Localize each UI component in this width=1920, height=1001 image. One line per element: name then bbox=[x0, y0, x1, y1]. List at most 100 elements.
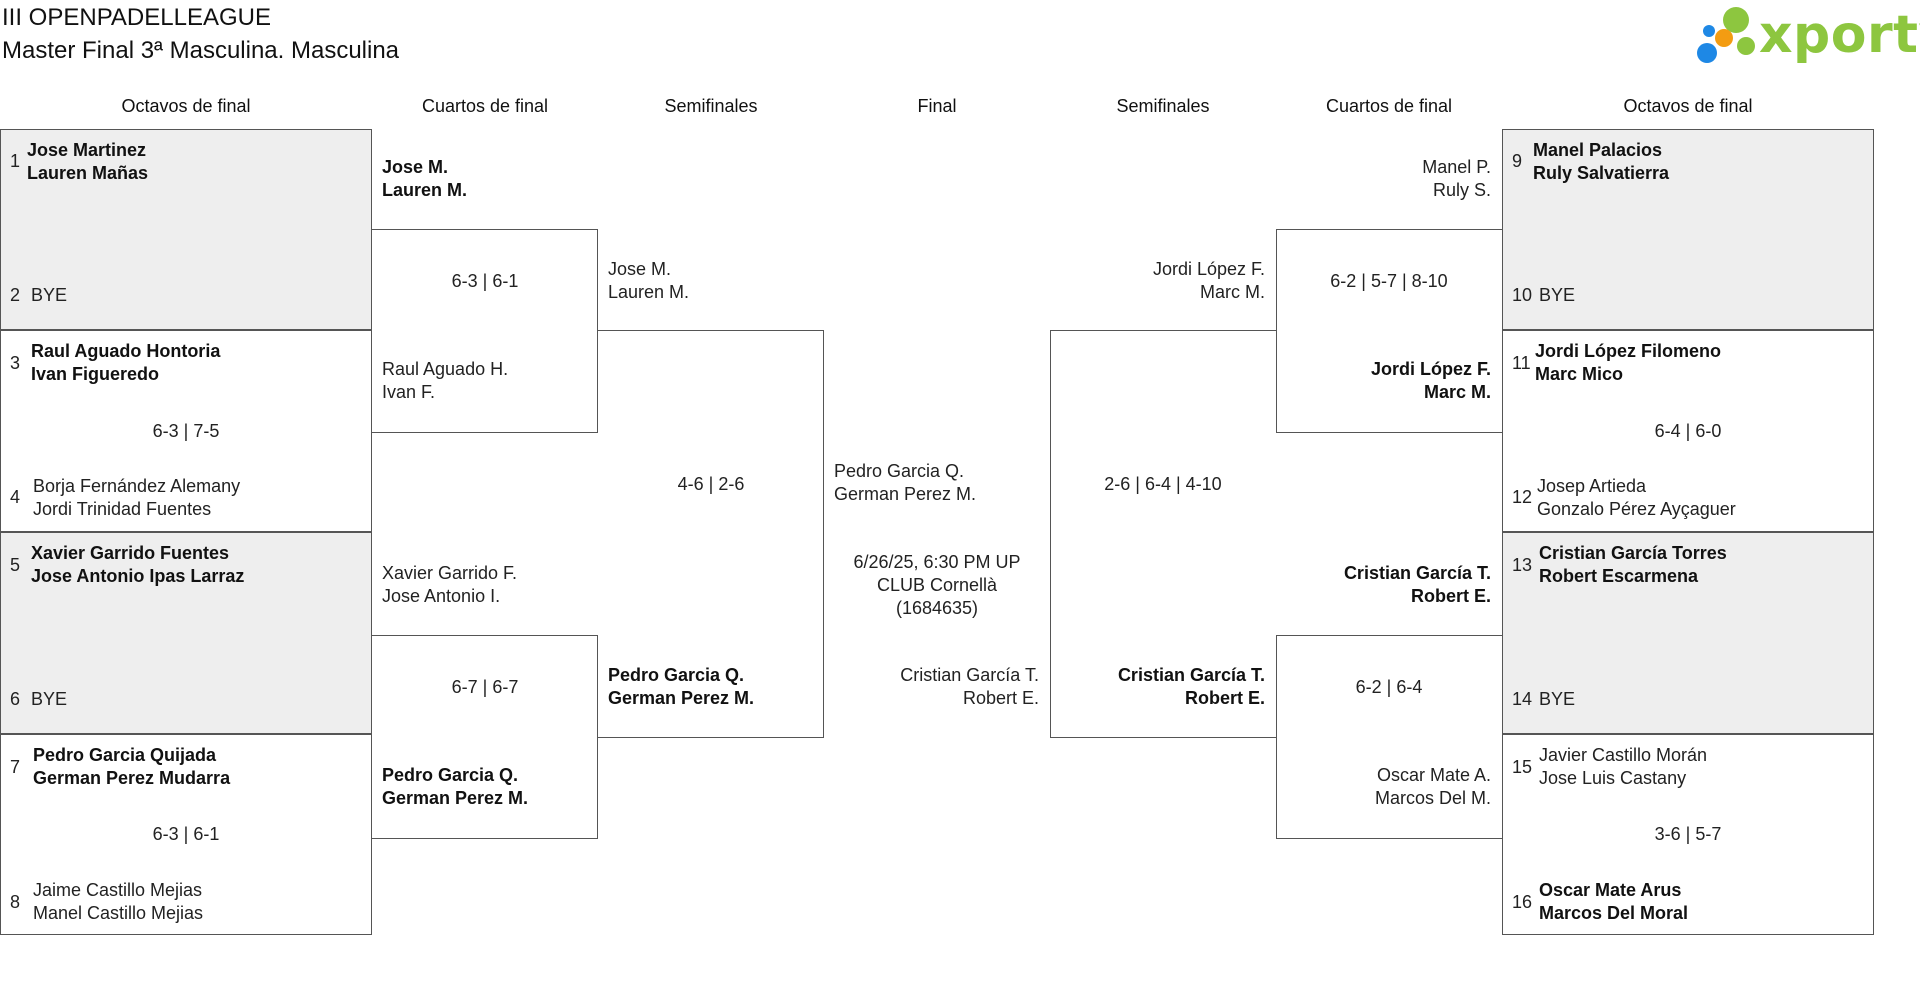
seed-number: 13 bbox=[1512, 555, 1533, 575]
final-team-bottom[interactable]: Cristian García T. Robert E. bbox=[900, 664, 1039, 710]
logo-dot-icon bbox=[1737, 37, 1755, 55]
xporty-logo[interactable]: xporty bbox=[1697, 3, 1920, 73]
player-name: Lauren Mañas bbox=[27, 163, 149, 183]
player-name: Ruly S. bbox=[1432, 180, 1491, 200]
player-name: Ivan Figueredo bbox=[31, 364, 160, 384]
logo-text: xporty bbox=[1759, 5, 1920, 65]
seed-number: 7 bbox=[10, 757, 21, 777]
player-name: Javier Castillo Morán bbox=[1539, 745, 1708, 765]
team-name[interactable]: Jose M. Lauren M. bbox=[608, 258, 689, 304]
seed-number: 12 bbox=[1512, 487, 1533, 507]
team-name[interactable]: Cristian García Torres Robert Escarmena bbox=[1539, 542, 1727, 588]
player-name: Pedro Garcia Q. bbox=[382, 765, 519, 785]
team-name[interactable]: Raul Aguado H. Ivan F. bbox=[382, 358, 508, 404]
match-score: 2-6 | 6-4 | 4-10 bbox=[1104, 474, 1222, 494]
player-name: Manel P. bbox=[1422, 157, 1491, 177]
team-name[interactable]: Manel P. Ruly S. bbox=[1422, 156, 1491, 202]
player-name: Lauren M. bbox=[382, 180, 468, 200]
bracket-connector bbox=[1276, 635, 1502, 839]
logo-dot-icon bbox=[1697, 43, 1717, 63]
team-name[interactable]: Javier Castillo Morán Jose Luis Castany bbox=[1539, 744, 1707, 790]
team-name[interactable]: Jordi López F. Marc M. bbox=[1153, 258, 1265, 304]
match-score: 6-3 | 6-1 bbox=[451, 271, 519, 291]
seed-number: 9 bbox=[1512, 151, 1523, 171]
bracket-connector bbox=[1050, 330, 1276, 738]
player-name: Ruly Salvatierra bbox=[1533, 163, 1670, 183]
team-name[interactable]: BYE bbox=[1539, 689, 1576, 709]
match-box bbox=[0, 532, 372, 734]
team-name[interactable]: Raul Aguado Hontoria Ivan Figueredo bbox=[31, 340, 220, 386]
player-name: Jose Martinez bbox=[27, 140, 147, 160]
round-header: Octavos de final bbox=[121, 96, 251, 116]
round-header: Octavos de final bbox=[1623, 96, 1753, 116]
team-name[interactable]: Pedro Garcia Quijada German Perez Mudarr… bbox=[33, 744, 230, 790]
bracket-connector bbox=[372, 635, 598, 839]
player-name: Gonzalo Pérez Ayçaguer bbox=[1537, 499, 1736, 519]
player-name: Jordi López F. bbox=[1152, 259, 1265, 279]
team-name[interactable]: Jaime Castillo Mejias Manel Castillo Mej… bbox=[33, 879, 203, 925]
player-name: Cristian García Torres bbox=[1539, 543, 1727, 563]
team-name[interactable]: Oscar Mate Arus Marcos Del Moral bbox=[1539, 879, 1688, 925]
match-box bbox=[0, 734, 372, 935]
team-name[interactable]: BYE bbox=[31, 285, 68, 305]
team-name[interactable]: Josep Artieda Gonzalo Pérez Ayçaguer bbox=[1537, 475, 1736, 521]
player-name: Cristian García T. bbox=[1117, 665, 1265, 685]
team-name[interactable]: BYE bbox=[31, 689, 68, 709]
match-datetime: 6/26/25, 6:30 PM UP bbox=[853, 552, 1021, 572]
player-name: Marc M. bbox=[1200, 282, 1265, 302]
round-header: Final bbox=[917, 96, 957, 116]
player-name: Raul Aguado H. bbox=[382, 359, 509, 379]
team-name[interactable]: Cristian García T. Robert E. bbox=[1344, 562, 1491, 608]
match-box bbox=[0, 129, 372, 330]
team-name[interactable]: Borja Fernández Alemany Jordi Trinidad F… bbox=[33, 475, 240, 521]
team-name[interactable]: BYE bbox=[1539, 285, 1576, 305]
team-name[interactable]: Jose Martinez Lauren Mañas bbox=[27, 139, 148, 185]
player-name: Robert E. bbox=[1410, 586, 1491, 606]
bracket-connector bbox=[1276, 229, 1502, 433]
final-team-top[interactable]: Pedro Garcia Q. German Perez M. bbox=[834, 460, 976, 506]
logo-dot-icon bbox=[1703, 25, 1715, 37]
player-name: Xavier Garrido Fuentes bbox=[31, 543, 230, 563]
bracket-connector bbox=[372, 229, 598, 433]
seed-number: 2 bbox=[10, 285, 21, 305]
player-name: Jose Luis Castany bbox=[1539, 768, 1687, 788]
player-name: Marc Mico bbox=[1535, 364, 1624, 384]
seed-number: 10 bbox=[1512, 285, 1533, 305]
player-name: Raul Aguado Hontoria bbox=[31, 341, 221, 361]
match-box bbox=[1502, 330, 1874, 532]
match-score: 6-3 | 7-5 bbox=[152, 421, 220, 441]
team-name[interactable]: Xavier Garrido Fuentes Jose Antonio Ipas… bbox=[31, 542, 244, 588]
team-name[interactable]: Jordi López Filomeno Marc Mico bbox=[1535, 340, 1721, 386]
round-header: Semifinales bbox=[664, 96, 758, 116]
player-name: Manel Palacios bbox=[1533, 140, 1663, 160]
bracket-connector bbox=[598, 330, 824, 738]
player-name: German Perez Mudarra bbox=[33, 768, 231, 788]
player-name: Ivan F. bbox=[382, 382, 436, 402]
player-name: Jordi López F. bbox=[1370, 359, 1491, 379]
match-id: (1684635) bbox=[895, 598, 979, 618]
team-name[interactable]: Manel Palacios Ruly Salvatierra bbox=[1533, 139, 1669, 185]
player-name: Robert Escarmena bbox=[1539, 566, 1699, 586]
player-name: Robert E. bbox=[1184, 688, 1265, 708]
team-name[interactable]: Jose M. Lauren M. bbox=[382, 156, 467, 202]
player-name: Cristian García T. bbox=[1343, 563, 1491, 583]
round-header: Cuartos de final bbox=[1325, 96, 1453, 116]
match-box bbox=[1502, 129, 1874, 330]
match-score: 3-6 | 5-7 bbox=[1654, 824, 1722, 844]
seed-number: 6 bbox=[10, 689, 21, 709]
seed-number: 1 bbox=[10, 151, 21, 171]
player-name: Marc M. bbox=[1423, 382, 1491, 402]
team-name[interactable]: Cristian García T. Robert E. bbox=[1118, 664, 1265, 710]
match-score: 4-6 | 2-6 bbox=[677, 474, 745, 494]
team-name[interactable]: Oscar Mate A. Marcos Del M. bbox=[1375, 764, 1491, 810]
player-name: Borja Fernández Alemany bbox=[33, 476, 241, 496]
player-name: Manel Castillo Mejias bbox=[33, 903, 204, 923]
team-name[interactable]: Jordi López F. Marc M. bbox=[1371, 358, 1491, 404]
team-name[interactable]: Pedro Garcia Q. German Perez M. bbox=[608, 664, 754, 710]
category-title: Master Final 3ª Masculina. Masculina bbox=[2, 37, 400, 64]
logo-dot-icon bbox=[1723, 7, 1749, 33]
team-name[interactable]: Pedro Garcia Q. German Perez M. bbox=[382, 764, 528, 810]
team-name[interactable]: Xavier Garrido F. Jose Antonio I. bbox=[382, 562, 517, 608]
seed-number: 8 bbox=[10, 892, 21, 912]
match-score: 6-2 | 5-7 | 8-10 bbox=[1330, 271, 1448, 291]
